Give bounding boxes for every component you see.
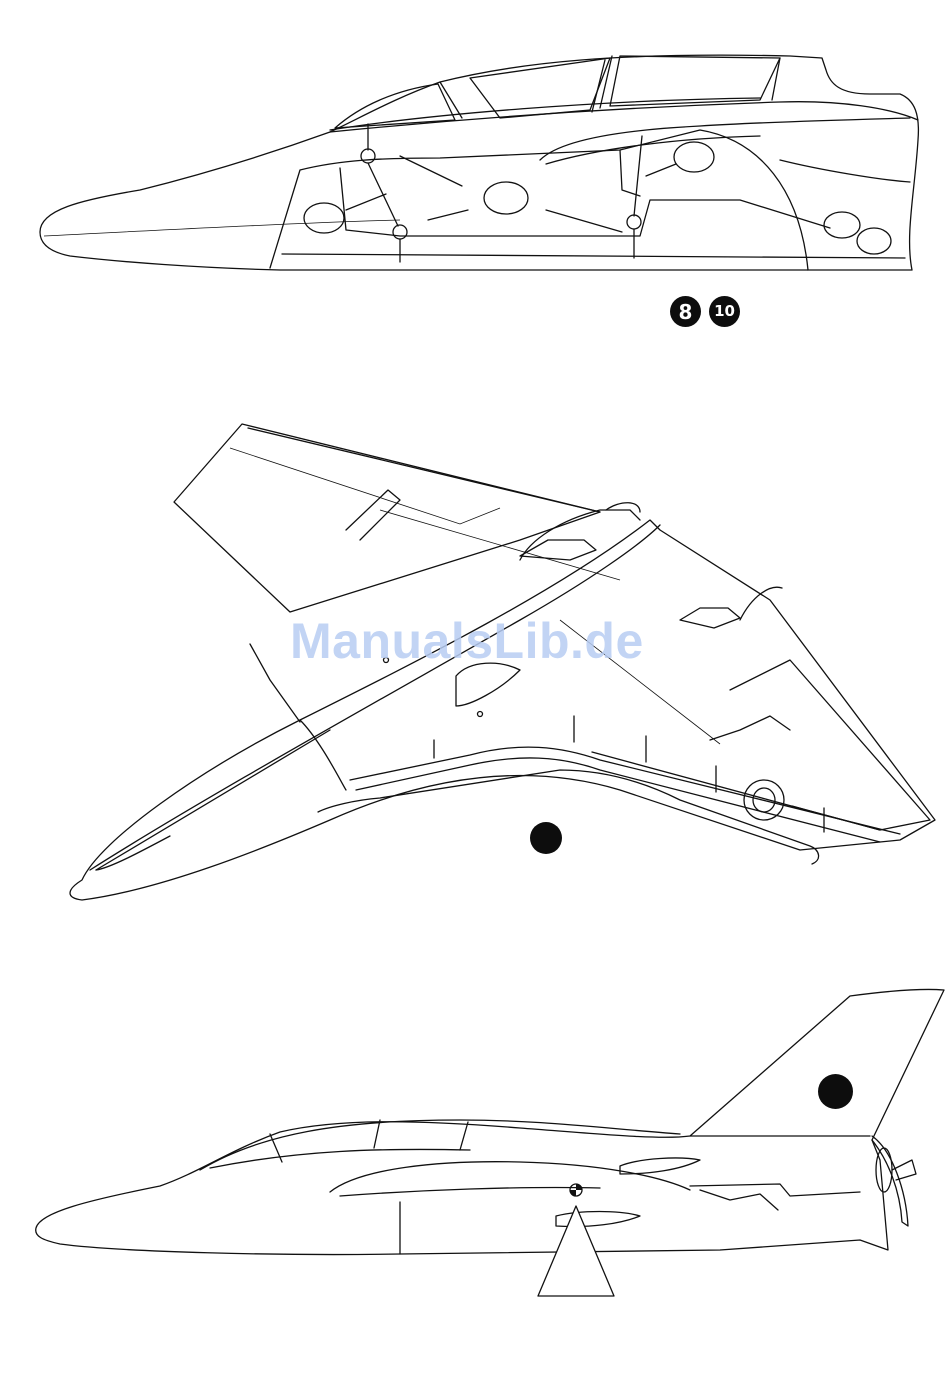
marker-dot-tail xyxy=(818,1074,853,1109)
step-badge-10: 10 xyxy=(709,296,740,327)
step-badge-8: 8 xyxy=(670,296,701,327)
watermark: ManualsLib.de xyxy=(290,612,644,670)
marker-dot-wing xyxy=(530,822,562,854)
side-balance-view xyxy=(36,989,944,1296)
fuselage-side-view xyxy=(40,55,918,270)
